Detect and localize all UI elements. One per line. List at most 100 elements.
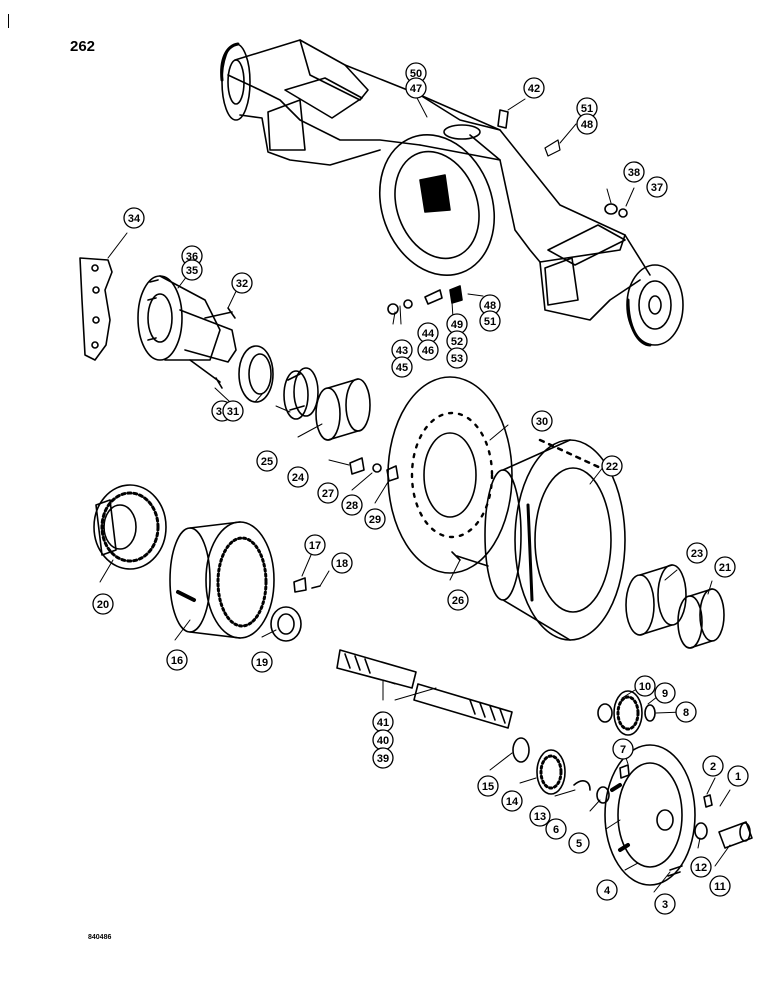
callout-14: 14	[501, 790, 523, 812]
callout-3: 3	[654, 893, 676, 915]
callout-4: 4	[596, 879, 618, 901]
callout-15: 15	[477, 775, 499, 797]
callout-13: 13	[529, 805, 551, 827]
callout-number: 42	[528, 83, 540, 95]
callout-circle	[166, 649, 188, 671]
callout-23: 23	[686, 542, 708, 564]
callout-28: 28	[341, 494, 363, 516]
callout-number: 44	[422, 328, 435, 340]
callout-number: 39	[377, 753, 389, 765]
callout-number: 1	[735, 771, 741, 783]
callout-circle	[287, 466, 309, 488]
callout-42: 42	[523, 77, 545, 99]
reference-code: 840486	[88, 934, 112, 941]
callout-40: 40	[372, 729, 394, 751]
callout-number: 35	[186, 265, 198, 277]
callout-2: 2	[702, 755, 724, 777]
callout-number: 20	[97, 599, 109, 611]
callout-number: 23	[691, 548, 703, 560]
callout-number: 3	[662, 899, 668, 911]
callout-circle	[709, 875, 731, 897]
callout-31: 31	[222, 400, 244, 422]
callout-number: 19	[256, 657, 268, 669]
ring-gear-housing-16	[169, 521, 275, 639]
nut-19	[270, 606, 302, 642]
callout-number: 15	[482, 781, 494, 793]
callout-circle	[501, 790, 523, 812]
callout-18: 18	[331, 552, 353, 574]
callout-circle	[612, 738, 634, 760]
page-number: 262	[70, 38, 96, 55]
axle-housing	[220, 39, 684, 347]
callout-number: 31	[227, 406, 239, 418]
callout-number: 4	[604, 885, 611, 897]
callout-circle	[92, 593, 114, 615]
callout-53: 53	[446, 347, 468, 369]
stud-26	[451, 551, 489, 567]
callout-number: 51	[484, 316, 496, 328]
callout-number: 12	[695, 862, 707, 874]
callout-number: 48	[581, 119, 593, 131]
callout-circle	[417, 339, 439, 361]
callout-number: 9	[662, 688, 668, 700]
lock-17-18	[293, 577, 321, 593]
callout-circle	[727, 765, 749, 787]
planet-gear-parts	[597, 690, 656, 736]
callout-number: 53	[451, 353, 463, 365]
callout-number: 50	[410, 68, 422, 80]
callout-number: 5	[576, 838, 582, 850]
callout-circle	[251, 651, 273, 673]
callout-number: 32	[236, 278, 248, 290]
callout-22: 22	[601, 455, 623, 477]
callout-19: 19	[251, 651, 273, 673]
callout-circle	[372, 747, 394, 769]
callout-number: 14	[506, 796, 519, 808]
callout-17: 17	[304, 534, 326, 556]
callout-number: 6	[553, 824, 559, 836]
callout-circle	[523, 77, 545, 99]
callout-number: 10	[639, 681, 651, 693]
callout-20: 20	[92, 593, 114, 615]
callout-number: 21	[719, 562, 731, 574]
callout-number: 49	[451, 319, 463, 331]
callout-number: 7	[620, 744, 626, 756]
callout-number: 2	[710, 761, 716, 773]
callout-circle	[690, 856, 712, 878]
callout-46: 46	[417, 339, 439, 361]
callout-circle	[545, 818, 567, 840]
callout-circle	[686, 542, 708, 564]
brake-disc-30	[387, 376, 513, 574]
callout-circle	[675, 701, 697, 723]
callout-8: 8	[675, 701, 697, 723]
callout-circle	[317, 482, 339, 504]
callout-39: 39	[372, 747, 394, 769]
studs-27-29	[349, 457, 399, 482]
callout-32: 32	[231, 272, 253, 294]
callout-circle	[341, 494, 363, 516]
callout-number: 28	[346, 500, 358, 512]
wheel-hub-22	[484, 438, 626, 641]
callout-circle	[654, 682, 676, 704]
callout-11: 11	[709, 875, 731, 897]
callout-circle	[601, 455, 623, 477]
callout-number: 8	[683, 707, 689, 719]
bearing-cone-25	[283, 367, 319, 420]
callout-number: 16	[171, 655, 183, 667]
callout-30: 30	[531, 410, 553, 432]
callout-number: 18	[336, 558, 348, 570]
callout-number: 52	[451, 336, 463, 348]
callout-37: 37	[646, 176, 668, 198]
callout-25: 25	[256, 450, 278, 472]
callout-number: 51	[581, 103, 593, 115]
callout-12: 12	[690, 856, 712, 878]
bearing-cup-24	[315, 378, 371, 441]
callout-circle	[714, 556, 736, 578]
carrier-fittings	[667, 794, 753, 877]
bearing-cone-21	[677, 588, 725, 649]
callout-number: 26	[452, 595, 464, 607]
callout-10: 10	[634, 675, 656, 697]
callout-number: 29	[369, 514, 381, 526]
callout-number: 37	[651, 182, 663, 194]
callout-circle	[596, 879, 618, 901]
